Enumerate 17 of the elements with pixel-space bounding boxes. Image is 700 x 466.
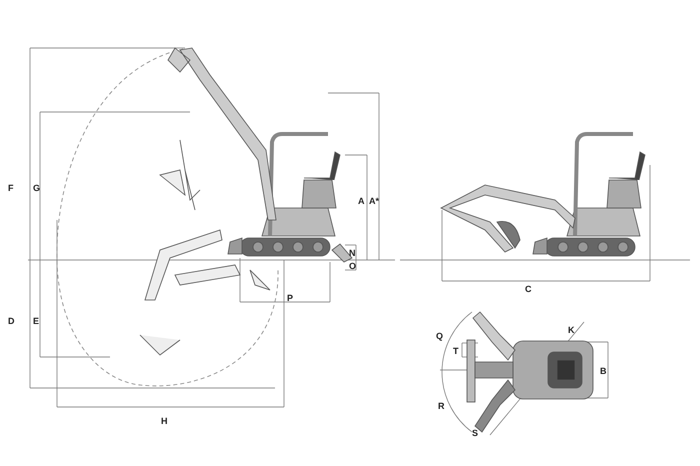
dimension-label: K [568,325,574,335]
dimension-label: Q [436,331,444,341]
dimension-label: N [349,248,356,258]
dimension-label: T [453,346,458,356]
dimension-label: O [349,261,356,271]
dimension-label: A [358,196,364,206]
dimension-label: R [438,401,444,411]
dimension-label: B [600,366,606,376]
dimension-label: C [525,284,532,294]
dimension-label: H [161,416,168,426]
dimension-label: E [33,316,40,326]
dimension-label: A* [369,196,380,206]
dimension-label: D [8,316,14,326]
dimension-label: P [287,293,294,303]
dimension-label: S [472,428,478,438]
dimension-label: G [33,183,40,193]
dimension-label: F [8,183,14,193]
